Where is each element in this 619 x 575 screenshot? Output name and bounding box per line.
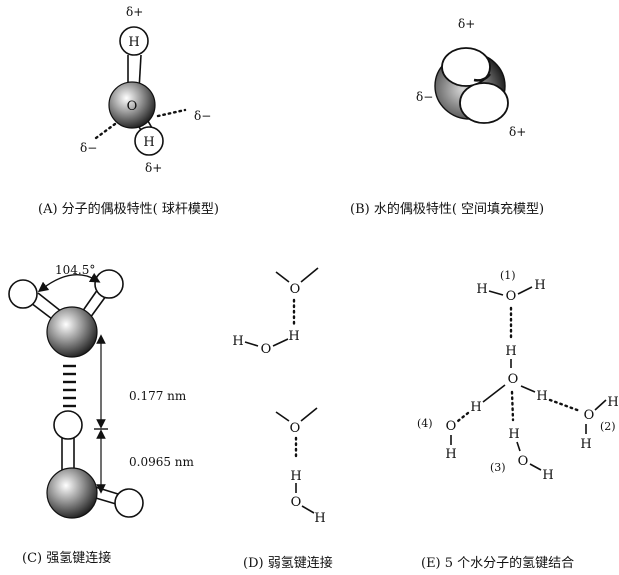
panel-e-hydrogen-label: H — [536, 389, 547, 404]
panel-e-molecule-label-3: (3) — [490, 461, 506, 474]
panel-d-bond — [272, 338, 289, 347]
panel-d-oxygen-label: O — [290, 421, 301, 436]
panel-a-delta-minus-right: δ− — [194, 109, 211, 123]
panel-e-molecule-label-1: (1) — [500, 269, 516, 282]
panel-e-hydrogen-label: H — [445, 447, 456, 462]
panel-e-hydrogen-bond — [548, 398, 582, 413]
panel-e: (1) H O H H O H H O H H (2) H O H (3) (4… — [417, 269, 619, 571]
panel-d-bond — [300, 407, 318, 422]
panel-d-hydrogen-label: H — [290, 469, 301, 484]
panel-e-bond — [517, 286, 533, 295]
panel-b-delta-plus-bottom: δ+ — [509, 125, 526, 139]
panel-b-caption: (B) 水的偶极特性( 空间填充模型) — [350, 201, 544, 217]
panel-c-distance-covalent-label: 0.0965 nm — [129, 455, 195, 469]
panel-b-hydrogen-sphere-bottom — [459, 82, 509, 124]
panel-e-hydrogen-label: H — [534, 278, 545, 293]
panel-e-hydrogen-label: H — [508, 427, 519, 442]
panel-d-oxygen-label: O — [261, 342, 272, 357]
panel-c-top-oxygen — [46, 306, 98, 358]
panel-c-top-hydrogen-right — [94, 269, 124, 299]
panel-c-bottom-bond-vertical — [61, 437, 75, 470]
panel-b-delta-plus-top: δ+ — [458, 17, 475, 31]
panel-e-oxygen-label: O — [506, 289, 517, 304]
panel-e-oxygen-label: O — [446, 419, 457, 434]
panel-e-bond — [482, 384, 506, 403]
panel-d-bond — [275, 271, 290, 283]
panel-e-bond — [488, 290, 504, 296]
panel-c-bottom-hydrogen-top — [53, 410, 83, 440]
panel-e-oxygen-label: O — [518, 454, 529, 469]
panel-e-hydrogen-bond — [456, 411, 470, 423]
panel-e-hydrogen-label: H — [607, 395, 618, 410]
panel-a-delta-plus-bottom: δ+ — [145, 161, 162, 175]
panel-a-hydrogen-atom-top — [119, 26, 149, 56]
panel-d-bond — [300, 267, 319, 283]
panel-d-oxygen-label: O — [290, 282, 301, 297]
panel-e-oxygen-label: O — [508, 372, 519, 387]
panel-c-hydrogen-bond — [63, 364, 76, 408]
panel-b-hydrogen-sphere-top — [441, 47, 491, 87]
panel-a-oxygen-atom — [108, 81, 156, 129]
panel-a: O H H δ+ δ− δ− δ+ (A) 分子的偶极特性( 球杆模型) — [38, 5, 219, 217]
panel-e-bond — [520, 385, 536, 393]
panel-a-oxygen-label: O — [127, 99, 138, 114]
panel-e-hydrogen-label: H — [580, 437, 591, 452]
panel-e-molecule-label-4: (4) — [417, 417, 433, 430]
panel-a-hydrogen-atom-bottom — [134, 126, 164, 156]
panel-e-bond — [516, 441, 521, 452]
panel-a-delta-plus-top: δ+ — [126, 5, 143, 19]
panel-d-oxygen-label: O — [291, 495, 302, 510]
panel-e-bond — [594, 399, 607, 411]
panel-a-delta-minus-left: δ− — [80, 141, 97, 155]
panel-a-caption: (A) 分子的偶极特性( 球杆模型) — [38, 201, 219, 217]
panel-c-angle-label: 104.5° — [55, 263, 95, 277]
panel-d-bond — [244, 341, 259, 347]
panel-e-hydrogen-label: H — [470, 400, 481, 415]
panel-a-hydrogen-label-top: H — [128, 35, 139, 50]
panel-e-hydrogen-label: H — [505, 344, 516, 359]
panel-e-hydrogen-bond — [510, 390, 515, 422]
panel-a-dipole-dots-left — [94, 122, 117, 140]
panel-d: O H H O O H O H (D) 弱氢键连接 — [232, 267, 333, 571]
panel-e-bond — [529, 463, 542, 471]
panel-e-oxygen-label: O — [584, 408, 595, 423]
panel-a-hydrogen-label-bottom: H — [143, 135, 154, 150]
panel-c: 104.5° 0.177 nm 0.0965 nm (C) 强氢键连接 — [8, 263, 195, 566]
panel-e-hydrogen-label: H — [542, 468, 553, 483]
panel-b: δ+ δ− δ+ (B) 水的偶极特性( 空间填充模型) — [350, 17, 544, 217]
panel-b-delta-minus-left: δ− — [416, 90, 433, 104]
panel-d-caption: (D) 弱氢键连接 — [243, 555, 333, 571]
panel-c-angle-arc — [37, 272, 101, 293]
panel-e-hydrogen-label: H — [476, 282, 487, 297]
panel-d-bond — [301, 505, 315, 514]
panel-d-hydrogen-label: H — [288, 329, 299, 344]
panel-c-distance-hbond-label: 0.177 nm — [129, 389, 187, 403]
panel-c-top-bond-right — [81, 288, 107, 319]
panel-b-contact-line — [473, 73, 491, 82]
panel-d-hydrogen-label: H — [232, 334, 243, 349]
panel-e-molecule-label-2: (2) — [600, 420, 616, 433]
panel-d-bond — [275, 411, 290, 422]
panel-a-dipole-dots-right — [156, 108, 187, 118]
panel-c-bottom-oxygen — [46, 467, 98, 519]
panel-d-hydrogen-label: H — [314, 511, 325, 526]
panel-c-caption: (C) 强氢键连接 — [22, 550, 111, 566]
panel-c-bottom-hydrogen-right — [114, 488, 144, 518]
panel-c-top-hydrogen-left — [8, 279, 38, 309]
panel-e-caption: (E) 5 个水分子的氢键结合 — [421, 555, 574, 571]
